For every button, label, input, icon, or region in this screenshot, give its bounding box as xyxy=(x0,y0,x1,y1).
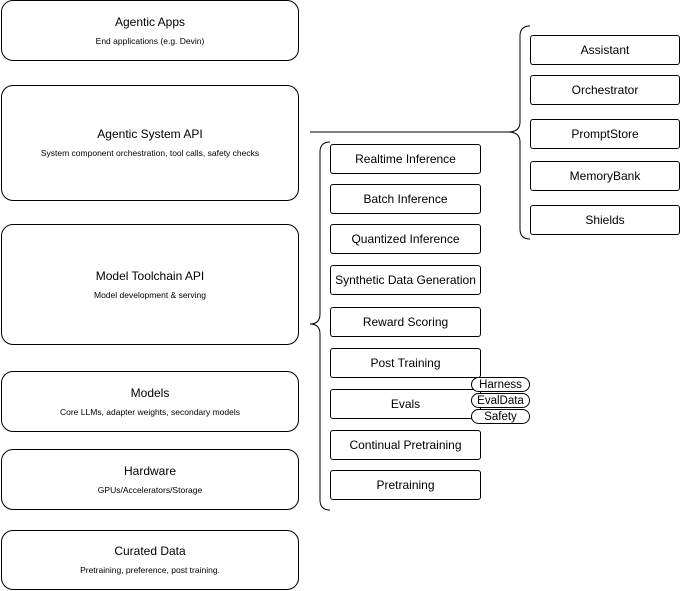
layer-subtitle: Core LLMs, adapter weights, secondary mo… xyxy=(59,406,240,417)
layer-title: Curated Data xyxy=(114,544,186,558)
toolchain-item-batch-inference: Batch Inference xyxy=(330,184,481,214)
layer-subtitle: End applications (e.g. Devin) xyxy=(95,35,205,46)
layer-subtitle: GPUs/Accelerators/Storage xyxy=(97,484,203,495)
layer-agentic-apps: Agentic Apps End applications (e.g. Devi… xyxy=(1,0,299,61)
layer-model-toolchain-api: Model Toolchain API Model development & … xyxy=(1,224,299,345)
layer-hardware: Hardware GPUs/Accelerators/Storage xyxy=(1,449,299,510)
layer-subtitle: System component orchestration, tool cal… xyxy=(40,148,260,158)
toolchain-item-realtime-inference: Realtime Inference xyxy=(330,144,481,174)
toolchain-components-brace xyxy=(309,141,331,511)
eval-tag-evaldata: EvalData xyxy=(471,393,530,408)
system-item-shields: Shields xyxy=(530,205,680,235)
layer-agentic-system-api: Agentic System API System component orch… xyxy=(1,85,299,201)
layer-subtitle: Pretraining, preference, post training. xyxy=(80,565,220,575)
system-item-orchestrator: Orchestrator xyxy=(530,75,680,105)
system-item-promptstore: PromptStore xyxy=(530,119,680,149)
layer-curated-data: Curated Data Pretraining, preference, po… xyxy=(1,530,299,590)
layer-title: Model Toolchain API xyxy=(95,268,205,283)
toolchain-item-continual-pretraining: Continual Pretraining xyxy=(330,430,481,460)
system-item-memorybank: MemoryBank xyxy=(530,161,680,191)
eval-tag-harness: Harness xyxy=(471,377,530,392)
eval-tag-safety: Safety xyxy=(471,409,530,424)
toolchain-item-evals: Evals xyxy=(330,389,481,419)
layer-title: Hardware xyxy=(123,463,177,478)
layer-title: Agentic Apps xyxy=(114,14,186,29)
layer-title: Models xyxy=(130,385,170,400)
layer-title: Agentic System API xyxy=(97,127,203,141)
layer-subtitle: Model development & serving xyxy=(94,289,206,300)
toolchain-item-reward-scoring: Reward Scoring xyxy=(330,307,481,337)
system-item-assistant: Assistant xyxy=(530,35,680,65)
toolchain-item-pretraining: Pretraining xyxy=(330,470,481,500)
toolchain-item-quantized-inference: Quantized Inference xyxy=(330,224,481,254)
layer-models: Models Core LLMs, adapter weights, secon… xyxy=(1,371,299,432)
toolchain-item-post-training: Post Training xyxy=(330,348,481,378)
system-components-brace xyxy=(507,25,531,240)
toolchain-item-synthetic-data-generation: Synthetic Data Generation xyxy=(330,265,481,295)
